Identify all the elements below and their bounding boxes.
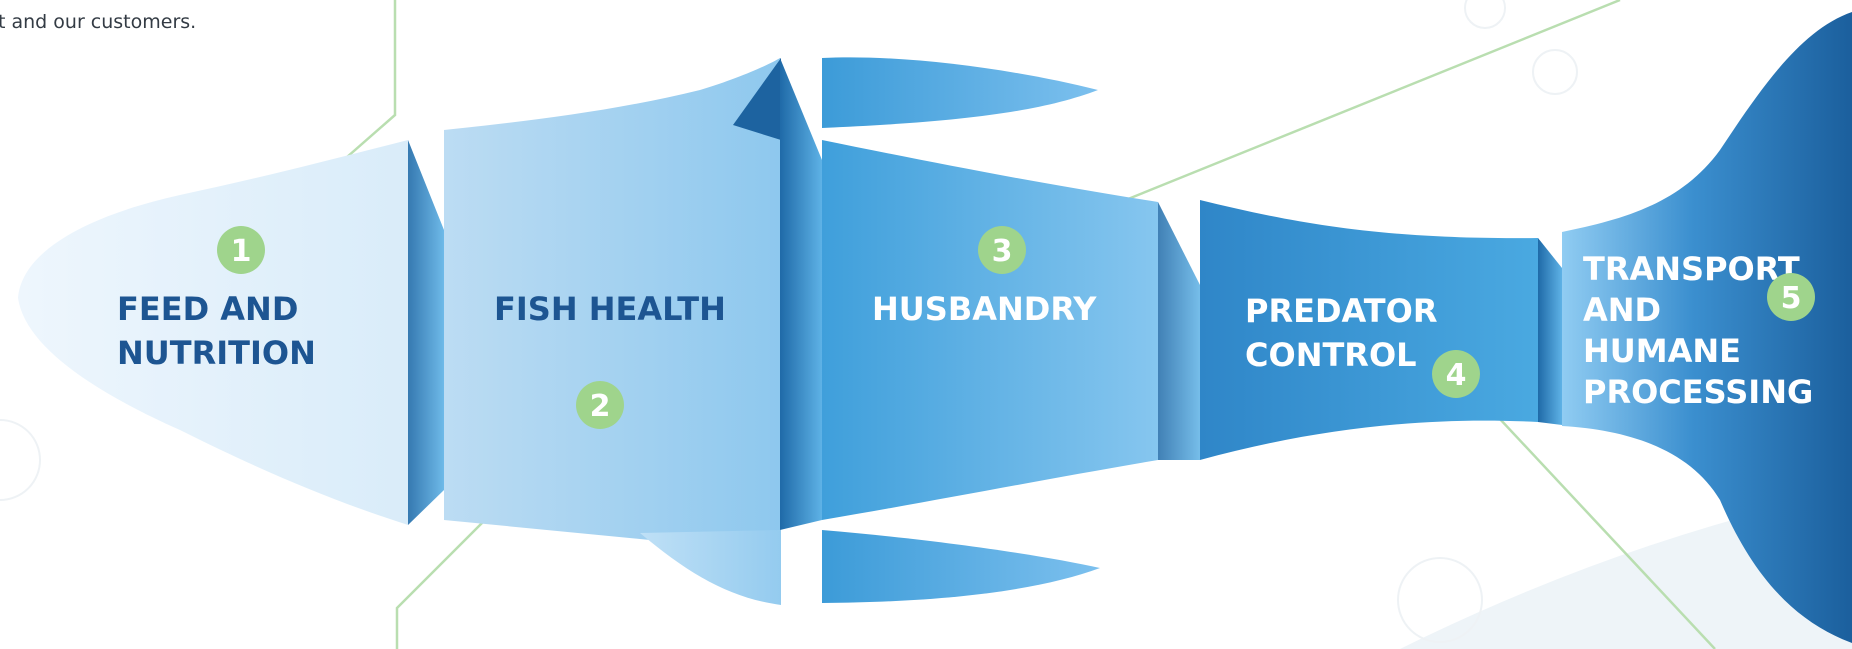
badge-4-number: 4 xyxy=(1446,358,1467,393)
gill-joint-3 xyxy=(1158,202,1200,460)
gill-joint-4 xyxy=(1538,238,1562,425)
svg-text:FISH HEALTH: FISH HEALTH xyxy=(494,290,726,328)
transport-label-line2: AND xyxy=(1583,291,1661,329)
health-notch-top xyxy=(733,58,781,140)
svg-text:HUSBANDRY: HUSBANDRY xyxy=(872,290,1097,328)
tail-segment xyxy=(1562,12,1852,643)
health-fin-bottom xyxy=(640,530,781,605)
badge-5[interactable]: 5 xyxy=(1767,273,1815,321)
svg-text:PREDATOR CONTROL: PREDATOR CONTROL xyxy=(1245,292,1449,374)
transport-label-line4: PROCESSING xyxy=(1583,373,1813,411)
svg-text:FEED AND NUTRITION: FEED AND NUTRITION xyxy=(117,290,316,372)
fish-health-label: FISH HEALTH xyxy=(494,290,726,328)
bubble-decoration xyxy=(1397,557,1483,643)
fish-health-segment xyxy=(444,58,780,544)
feed-label-line2: NUTRITION xyxy=(117,334,316,372)
badge-1[interactable]: 1 xyxy=(217,226,265,274)
badge-1-number: 1 xyxy=(231,234,252,269)
predator-label-line2: CONTROL xyxy=(1245,336,1417,374)
badge-2[interactable]: 2 xyxy=(576,381,624,429)
badge-4[interactable]: 4 xyxy=(1432,350,1480,398)
feed-label-line1: FEED AND xyxy=(117,290,298,328)
gill-joint-1 xyxy=(408,140,444,525)
fin-bottom xyxy=(822,530,1100,603)
intro-text: t and our customers. xyxy=(0,11,197,33)
predator-control-segment xyxy=(1200,200,1538,460)
fish-head-segment xyxy=(18,140,408,525)
svg-text:TRANSPORT AND HUMANE: TRANSPORT AND HUMANE PROCESSING xyxy=(1583,250,1813,411)
predator-label-line1: PREDATOR xyxy=(1245,292,1437,330)
badge-3-number: 3 xyxy=(992,234,1013,269)
badge-3[interactable]: 3 xyxy=(978,226,1026,274)
gill-joint-2 xyxy=(780,58,822,530)
badge-5-number: 5 xyxy=(1781,281,1802,316)
transport-label-line3: HUMANE xyxy=(1583,332,1741,370)
transport-label-line1: TRANSPORT xyxy=(1583,250,1800,288)
badge-2-number: 2 xyxy=(590,389,611,424)
bubble-decoration xyxy=(1532,49,1578,95)
husbandry-segment xyxy=(822,140,1158,520)
bubble-decoration xyxy=(1464,0,1506,29)
bubble-decoration xyxy=(0,419,41,501)
fin-top xyxy=(822,57,1098,128)
husbandry-label: HUSBANDRY xyxy=(872,290,1097,328)
